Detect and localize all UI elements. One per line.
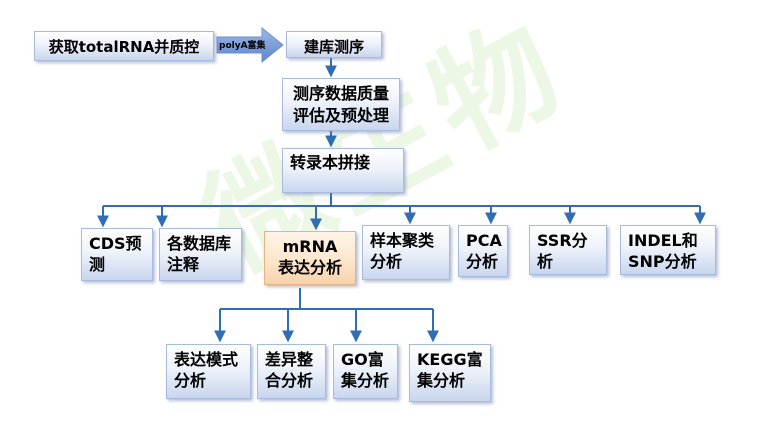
node-get-total-rna: 获取totalRNA并质控 (34, 31, 214, 61)
node-library-sequencing: 建库测序 (286, 31, 382, 58)
node-transcript-assembly: 转录本拼接 (282, 148, 404, 193)
polya-arrow (216, 26, 284, 64)
node-expression-pattern: 表达模式 分析 (166, 344, 251, 399)
node-sample-clustering: 样本聚类 分析 (362, 225, 450, 280)
node-data-qc: 测序数据质量 评估及预处理 (282, 78, 400, 131)
node-mrna-expression: mRNA 表达分析 (264, 231, 356, 285)
node-cds-prediction: CDS预 测 (81, 228, 153, 281)
node-pca: PCA 分析 (458, 225, 508, 277)
node-indel-snp: INDEL和 SNP分析 (620, 225, 716, 275)
node-ssr: SSR分 析 (529, 225, 607, 275)
node-differential-integration: 差异整 合分析 (257, 344, 326, 399)
node-kegg-enrichment: KEGG富 集分析 (409, 344, 491, 402)
node-go-enrichment: GO富 集分析 (333, 344, 398, 399)
node-database-annotation: 各数据库 注释 (159, 228, 242, 281)
arrow-label: polyA富集 (219, 41, 266, 51)
